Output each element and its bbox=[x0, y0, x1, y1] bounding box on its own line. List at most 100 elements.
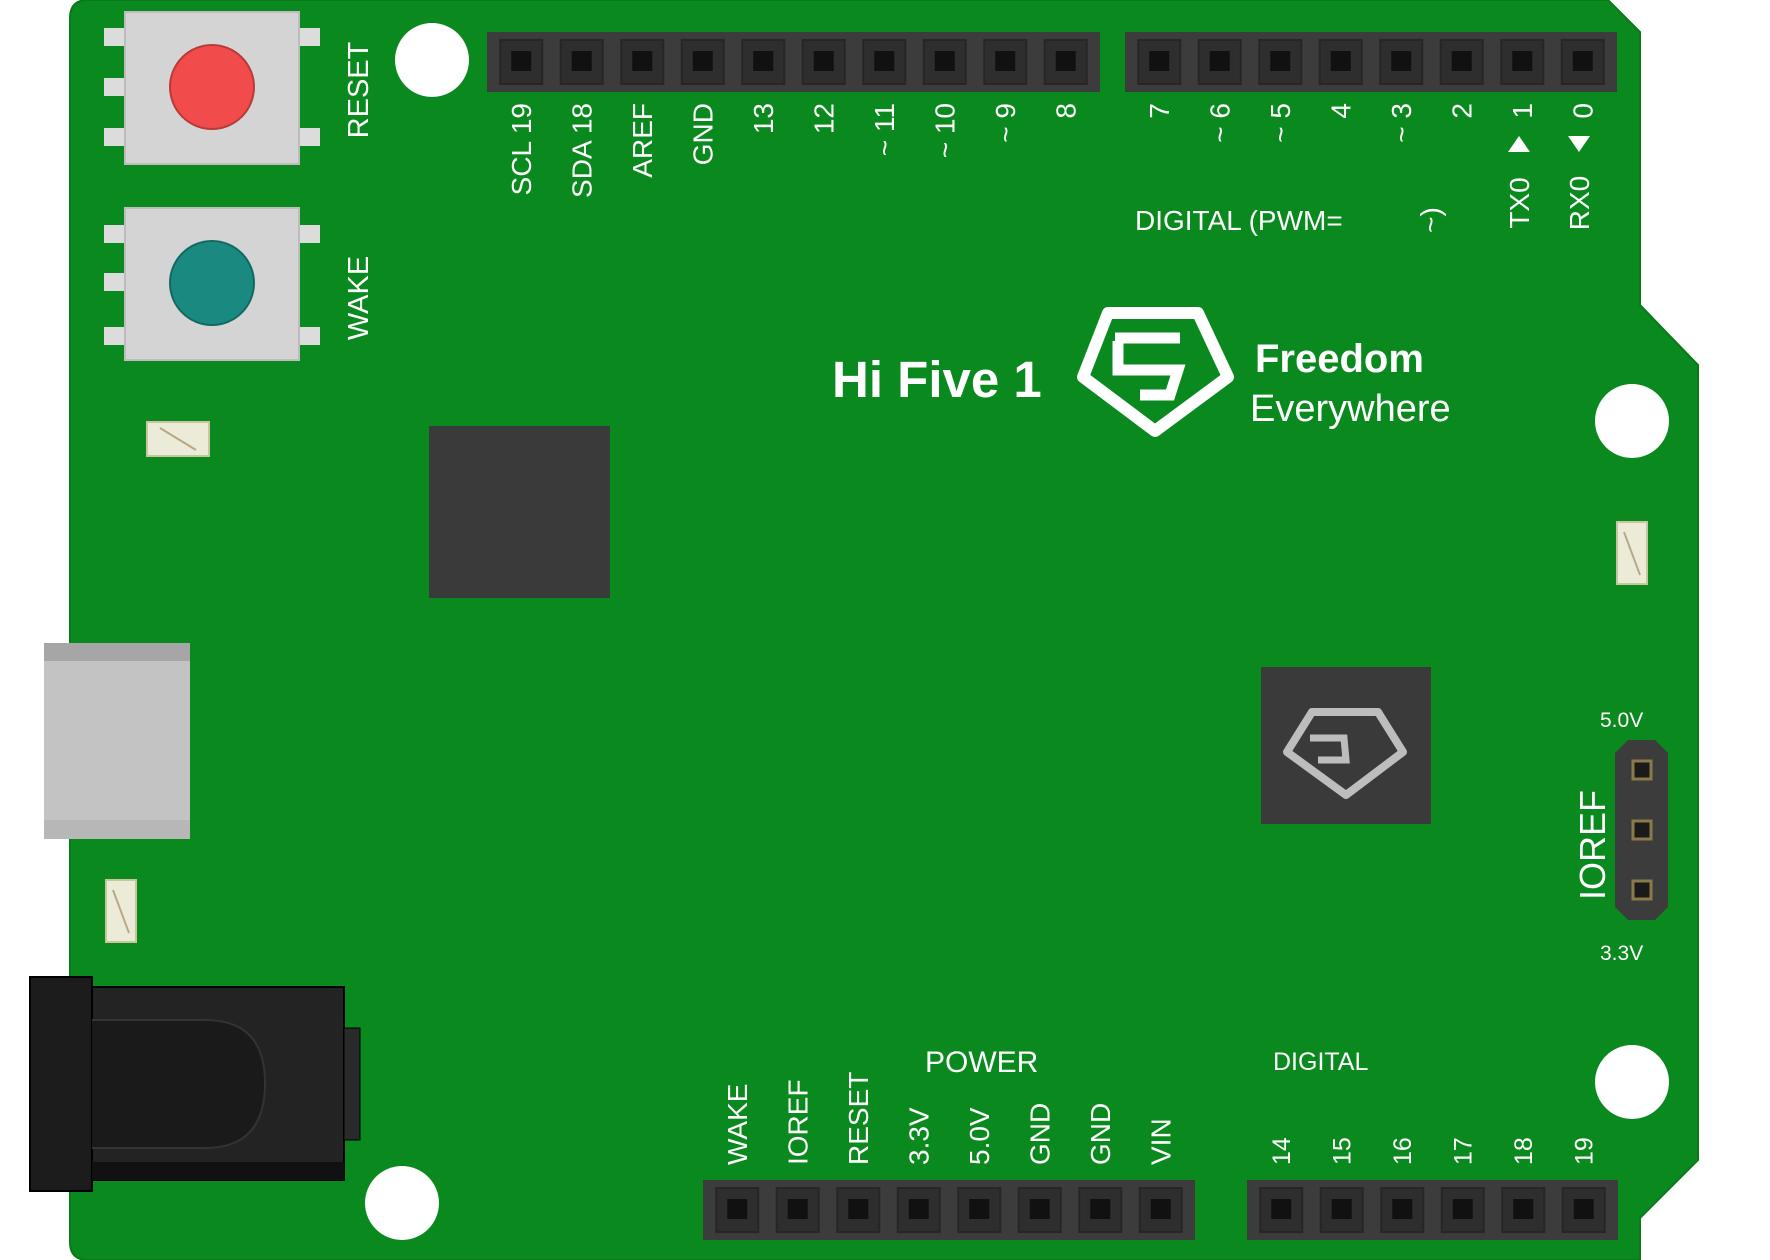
header-pin-hole[interactable] bbox=[787, 1199, 808, 1219]
mounting-hole bbox=[1595, 1045, 1669, 1119]
header-pin-hole[interactable] bbox=[511, 51, 532, 71]
header-pin-hole[interactable] bbox=[1150, 1199, 1171, 1219]
header-pin-hole[interactable] bbox=[874, 51, 895, 71]
pin-label: WAKE bbox=[722, 1084, 753, 1165]
header-pin-hole[interactable] bbox=[1331, 1199, 1352, 1219]
header-pin-hole[interactable] bbox=[1055, 51, 1076, 71]
header-pin-hole[interactable] bbox=[632, 51, 653, 71]
header-pin-hole[interactable] bbox=[727, 1199, 748, 1219]
pin-label: SDA 18 bbox=[567, 103, 598, 198]
logo-chip bbox=[1261, 667, 1431, 824]
header-pin-hole[interactable] bbox=[753, 51, 774, 71]
header-pin-hole[interactable] bbox=[1149, 51, 1170, 71]
pin-label: ~ 9 bbox=[990, 103, 1021, 143]
pin-label: 2 bbox=[1447, 103, 1478, 119]
header-pin-hole[interactable] bbox=[1452, 1199, 1473, 1219]
header-pin-hole[interactable] bbox=[813, 51, 834, 71]
led-left-top bbox=[146, 421, 210, 457]
led-right bbox=[1616, 521, 1648, 585]
pin-label: ~ 3 bbox=[1386, 103, 1417, 143]
header-pin-hole[interactable] bbox=[1573, 1199, 1594, 1219]
pin-label: 5.0V bbox=[964, 1107, 995, 1165]
reset-button[interactable] bbox=[104, 11, 320, 165]
pin-label: 14 bbox=[1268, 1137, 1296, 1165]
tagline-freedom: Freedom bbox=[1255, 337, 1424, 381]
header-pin-slot bbox=[1379, 39, 1424, 85]
pin-label: GND bbox=[1085, 1103, 1116, 1165]
header-pin-hole[interactable] bbox=[1270, 51, 1291, 71]
header-pin-hole[interactable] bbox=[1090, 1199, 1111, 1219]
sifive-logo-icon bbox=[1077, 307, 1234, 437]
header-pin-hole[interactable] bbox=[1029, 1199, 1050, 1219]
board-name: Hi Five 1 bbox=[832, 351, 1042, 408]
wake-label: WAKE bbox=[343, 256, 375, 340]
header-pin-hole[interactable] bbox=[1512, 51, 1533, 71]
header-pin-slot bbox=[775, 1187, 820, 1233]
tx-label: TX0 bbox=[1504, 177, 1535, 228]
pin-label: RESET bbox=[843, 1072, 874, 1165]
header-pin-hole[interactable] bbox=[908, 1199, 929, 1219]
mounting-hole bbox=[1595, 384, 1669, 458]
pin-label: 8 bbox=[1051, 103, 1082, 119]
header-pin-hole[interactable] bbox=[1392, 1199, 1413, 1219]
pin-label: 19 bbox=[1571, 1137, 1599, 1165]
header-pin-hole[interactable] bbox=[1209, 51, 1230, 71]
ioref-label: IOREF bbox=[1572, 790, 1613, 900]
pin-label: GND bbox=[1025, 1103, 1056, 1165]
top-right-header bbox=[1125, 32, 1617, 92]
rx-label: RX0 bbox=[1564, 176, 1595, 230]
pin-label: 7 bbox=[1144, 103, 1175, 119]
pin-label: 17 bbox=[1450, 1137, 1478, 1165]
header-pin-hole[interactable] bbox=[1330, 51, 1351, 71]
header-pin-hole[interactable] bbox=[571, 51, 592, 71]
header-pin-hole[interactable] bbox=[995, 51, 1016, 71]
ioref-3v3-label: 3.3V bbox=[1600, 942, 1643, 965]
pin-label: AREF bbox=[627, 103, 658, 178]
top-left-labels: SCL 19 SDA 18 AREF GND 13 12 ~ 11 ~ 10 ~ 9 8 bbox=[506, 103, 1082, 198]
header-pin-hole[interactable] bbox=[1451, 51, 1472, 71]
usb-port bbox=[44, 643, 190, 839]
pin-label: ~ 6 bbox=[1205, 103, 1236, 143]
reset-label: RESET bbox=[343, 41, 375, 138]
power-header bbox=[703, 1180, 1195, 1240]
pin-label: VIN bbox=[1146, 1118, 1177, 1165]
power-title: POWER bbox=[925, 1046, 1038, 1079]
header-body bbox=[1247, 1180, 1618, 1240]
pin-label: SCL 19 bbox=[506, 103, 537, 195]
pin-label: 18 bbox=[1510, 1137, 1538, 1165]
dc-power-jack bbox=[29, 976, 361, 1192]
header-pin-hole[interactable] bbox=[848, 1199, 869, 1219]
pin-label: 16 bbox=[1389, 1137, 1417, 1165]
header-pin-hole[interactable] bbox=[934, 51, 955, 71]
header-pin-hole[interactable] bbox=[692, 51, 713, 71]
header-pin-slot bbox=[741, 39, 786, 85]
pin-label: ~ 11 bbox=[869, 103, 900, 156]
digital-header bbox=[1247, 1180, 1618, 1240]
pcb-board bbox=[69, 0, 1699, 1260]
ioref-5v-label: 5.0V bbox=[1600, 709, 1643, 732]
pin-label: IOREF bbox=[783, 1079, 814, 1165]
pin-label: ~ 10 bbox=[930, 103, 961, 158]
ioref-jumper[interactable] bbox=[1615, 740, 1668, 920]
header-pin-hole[interactable] bbox=[1572, 51, 1593, 71]
header-pin-slot bbox=[1561, 1187, 1606, 1233]
header-pin-hole[interactable] bbox=[969, 1199, 990, 1219]
tagline-everywhere: Everywhere bbox=[1250, 388, 1451, 430]
main-chip bbox=[429, 426, 610, 598]
pin-label: 0 bbox=[1568, 103, 1599, 119]
pin-label: GND bbox=[688, 103, 719, 165]
rx-arrow-icon bbox=[1568, 136, 1590, 152]
mounting-hole bbox=[395, 23, 469, 97]
pin-label: 12 bbox=[809, 103, 840, 134]
pin-label: 15 bbox=[1329, 1137, 1357, 1165]
header-pin-hole[interactable] bbox=[1391, 51, 1412, 71]
pin-label: 4 bbox=[1326, 103, 1357, 119]
header-pin-hole[interactable] bbox=[1513, 1199, 1534, 1219]
header-pin-hole[interactable] bbox=[1271, 1199, 1292, 1219]
wake-button[interactable] bbox=[104, 207, 320, 361]
pin-label: ~ 5 bbox=[1265, 103, 1296, 143]
pin-label: 13 bbox=[748, 103, 779, 134]
